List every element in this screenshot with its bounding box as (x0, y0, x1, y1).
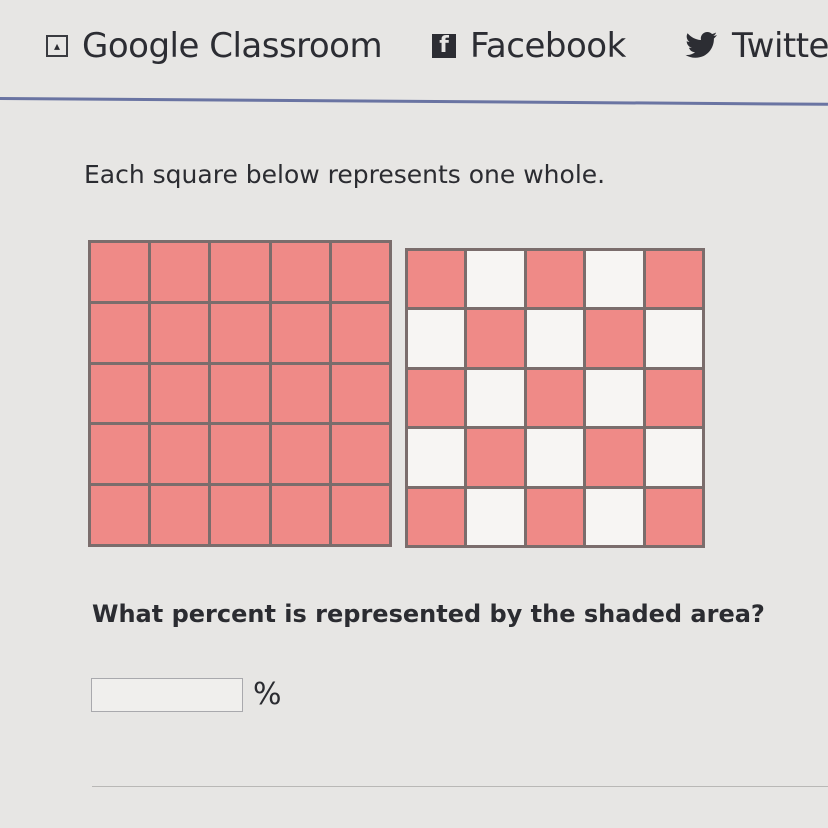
grid-cell (331, 486, 389, 544)
grid-cell (467, 310, 524, 367)
grid-right (405, 248, 705, 548)
grid-cell (91, 425, 149, 484)
grid-cell (91, 364, 149, 423)
grid-cell (211, 243, 269, 301)
grid-cell (271, 486, 329, 544)
answer-row: % (91, 677, 282, 712)
bottom-divider (92, 786, 828, 787)
grid-cell (151, 303, 209, 362)
twitter-bird-icon (684, 32, 718, 60)
grid-cell (526, 251, 584, 308)
grid-cell (331, 243, 389, 301)
google-classroom-icon: ▴ (46, 35, 68, 57)
grid-cell (586, 251, 643, 308)
problem-prompt: Each square below represents one whole. (84, 160, 606, 189)
grid-cell (526, 310, 584, 367)
grid-cell (586, 310, 643, 367)
share-facebook-label: Facebook (470, 26, 626, 66)
grid-cell (211, 425, 269, 484)
grid-cell (211, 303, 269, 362)
grid-cell (586, 488, 643, 545)
grid-cell (271, 364, 329, 423)
share-bar: ▴ Google Classroom f Facebook Twitte (0, 0, 828, 100)
share-facebook-link[interactable]: f Facebook (432, 26, 626, 66)
grid-cell (151, 243, 209, 301)
share-twitter-label: Twitte (732, 26, 828, 66)
share-google-classroom-link[interactable]: ▴ Google Classroom (46, 26, 383, 66)
grid-cell (271, 425, 329, 484)
grid-cell (331, 364, 389, 423)
grid-cell (645, 251, 702, 308)
grid-cell (91, 486, 149, 544)
grid-cell (408, 251, 465, 308)
grid-cell (408, 369, 465, 427)
grid-cell (526, 488, 584, 545)
grid-cell (91, 303, 149, 362)
grid-cell (271, 303, 329, 362)
grid-cell (467, 429, 524, 486)
grid-cell (151, 486, 209, 544)
grid-cell (526, 429, 584, 486)
grid-cell (211, 364, 269, 423)
grid-cell (586, 429, 643, 486)
grid-cell (271, 243, 329, 301)
grid-cell (408, 429, 465, 486)
grid-cell (331, 303, 389, 362)
grid-cell (408, 488, 465, 545)
grid-cell (467, 369, 524, 427)
grid-cell (526, 369, 584, 427)
grid-cell (645, 310, 702, 367)
grid-cell (91, 243, 149, 301)
grid-cell (645, 429, 702, 486)
grid-cell (211, 486, 269, 544)
problem-question: What percent is represented by the shade… (92, 600, 765, 628)
grid-left (88, 240, 392, 547)
facebook-icon: f (432, 34, 456, 58)
grid-cell (408, 310, 465, 367)
grid-cell (151, 425, 209, 484)
grid-cell (331, 425, 389, 484)
grid-cell (151, 364, 209, 423)
grid-cell (467, 488, 524, 545)
grid-cell (645, 369, 702, 427)
percent-unit-label: % (253, 677, 282, 712)
share-google-classroom-label: Google Classroom (82, 26, 383, 66)
grid-cell (467, 251, 524, 308)
grid-cell (645, 488, 702, 545)
share-twitter-link[interactable]: Twitte (684, 26, 828, 66)
percent-answer-input[interactable] (91, 677, 243, 712)
grid-cell (586, 369, 643, 427)
